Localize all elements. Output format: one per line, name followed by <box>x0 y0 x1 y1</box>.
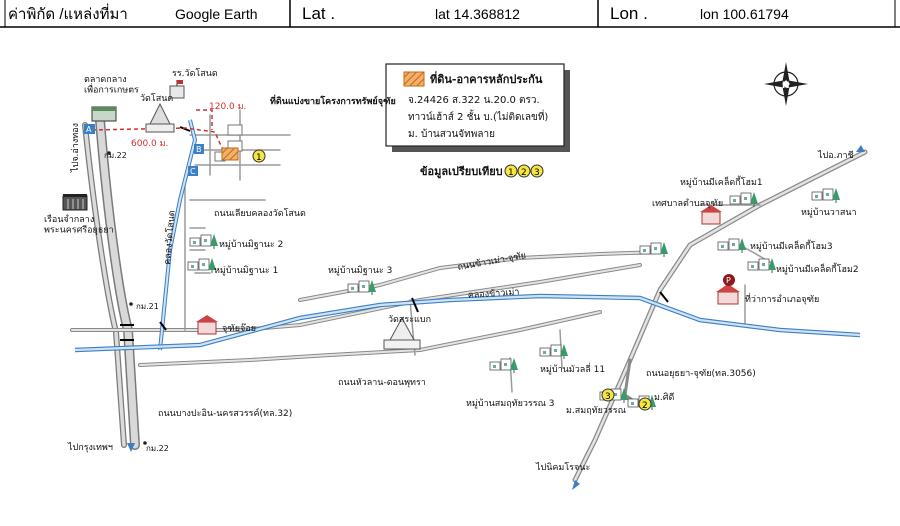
comp3-number: 3 <box>605 392 611 402</box>
comparison-label: ข้อมูลเปรียบเทียบ <box>420 165 503 179</box>
village-icon-mithana1 <box>187 257 217 274</box>
label-km21: กม.21 <box>136 302 159 311</box>
legend-box: ที่ดิน-อาคารหลักประกัน จ.24426 ส.322 น.2… <box>385 63 570 152</box>
route-letter-b: B <box>196 145 202 154</box>
label-chuthai-joy: จุฑัยจ๊อย <box>222 323 256 334</box>
legend-line2: ทาวน์เฮ้าส์ 2 ชั้น บ.(ไม่ติดเลขที่) <box>408 109 548 123</box>
label-to-phachi: ไปอ.ภาชี <box>817 150 854 161</box>
subject-property <box>221 147 239 161</box>
label-klong-wat-sanot: คลองวัดโสนด <box>162 210 178 265</box>
village-icon-maniplace2 <box>747 257 777 274</box>
temple-wat-sanot-icon <box>145 102 175 133</box>
route-letter-c: C <box>190 167 196 176</box>
label-village-sidi: ม.ศิดี <box>654 392 675 403</box>
lat-value: lat 14.368812 <box>435 6 520 22</box>
comparison-marker-3: 3 <box>601 388 615 402</box>
direction-arrows <box>127 145 865 490</box>
legend-line1: จ.24426 ส.322 น.20.0 ตรว. <box>408 95 540 106</box>
header-bar: ค่าพิกัด /แหล่งที่มา Google Earth Lat . … <box>0 0 900 28</box>
comparison-num-2: 2 <box>521 168 527 178</box>
label-to-ang-thong: ไปจ.อ่างทอง <box>70 123 81 173</box>
village-icon-muangthong11 <box>539 343 569 360</box>
village-icon-warasana <box>811 187 841 204</box>
village-icon-maniplace3 <box>717 237 747 254</box>
label-km22-top: กม.22 <box>104 151 127 160</box>
market-building <box>91 106 117 122</box>
lon-label: Lon . <box>610 4 648 23</box>
chuthai-joy-icon <box>196 315 218 335</box>
label-village-mithana1: หมู่บ้านมิฐานะ 1 <box>214 265 278 276</box>
comp2-number: 2 <box>642 401 648 411</box>
label-village-warasana: หมู่บ้านวาสนา <box>801 207 857 218</box>
label-wat-sa-bek: วัดสระแบก <box>388 315 431 325</box>
bridges <box>120 126 669 341</box>
comparison-legend: ข้อมูลเปรียบเทียบ 1 2 3 <box>420 164 544 179</box>
label-prison: เรือนจำกลางพระนครศรีอยุธยา <box>44 214 114 235</box>
comparison-num-1: 1 <box>508 168 514 178</box>
compass-letter: N <box>782 81 790 91</box>
village-icon-sombunsap3 <box>489 357 519 374</box>
village-icon-mithana3 <box>347 279 377 296</box>
label-wat-sanot: วัดโสนด <box>140 93 173 104</box>
label-village-sombunsap3: หมู่บ้านสมฤทัยวรรณ 3 <box>466 398 555 409</box>
access-route <box>91 109 226 156</box>
label-market: ตลาดกลางเพื่อการเกษตร <box>84 75 139 95</box>
legend-title: ที่ดิน-อาคารหลักประกัน <box>430 71 543 86</box>
label-village-mithana2: หมู่บ้านมิฐานะ 2 <box>219 239 283 250</box>
compass-icon: N <box>764 62 808 106</box>
label-road-hua-lan: ถนนหัวลาน-ดอนพุทรา <box>338 378 426 388</box>
legend-line3: ม. บ้านสวนจัทพลาย <box>408 128 495 140</box>
coord-source-label: ค่าพิกัด /แหล่งที่มา <box>8 3 128 23</box>
source-value: Google Earth <box>175 6 258 22</box>
comparison-num-3: 3 <box>534 168 540 178</box>
label-school: รร.วัดโสนด <box>172 68 218 79</box>
comparison-marker-2: 2 <box>638 397 652 411</box>
label-km22-bottom: กม.22 <box>146 444 169 453</box>
label-to-nikom: ไปนิคมโรจนะ <box>535 462 590 473</box>
district-office-icon: P <box>716 274 740 305</box>
label-village-muangthong11: หมู่บ้านมัวลลี่ 11 <box>540 362 605 375</box>
label-village-maniplace1: หมู่บ้านมีเคล็ดกี้โฮม1 <box>680 175 763 188</box>
label-klong-chao-mao: คลองข้าวเม่า <box>467 286 519 301</box>
temple-wat-sa-bek-icon <box>383 316 421 350</box>
subject-marker: 1 <box>252 149 266 163</box>
label-road-chao-mao: ถนนข้าวเม่า-จุฑัย <box>457 250 527 273</box>
prison-icon <box>62 194 88 211</box>
label-village-maniplace2: หมู่บ้านมีเคล็ดกี้โฮม2 <box>776 262 859 275</box>
parking-letter: P <box>726 276 731 285</box>
canals <box>74 119 861 353</box>
label-municipality: เทศบาลตำบลจุฑัย <box>652 198 723 209</box>
label-village-maniplace3: หมู่บ้านมีเคล็ดกี้โฮม3 <box>750 239 833 252</box>
km-marker-dots <box>107 151 147 445</box>
label-road-ayutthaya-chuthai: ถนนอยุธยา-จุฑัย(ทล.3056) <box>646 369 756 379</box>
label-district-office: ที่ว่าการอำเภอจุฑัย <box>745 292 819 305</box>
route-letter-a: A <box>86 125 92 134</box>
village-icon-mithana2 <box>189 233 219 250</box>
municipality-icon <box>700 205 722 225</box>
lat-label: Lat . <box>302 4 335 23</box>
label-road-bang-pa-in: ถนนบางปะอิน-นครสวรรค์(ทล.32) <box>158 407 292 419</box>
label-to-bangkok: ไปกรุงเทพฯ <box>67 442 113 453</box>
label-dist-120: 120.0 ม. <box>209 102 246 112</box>
village-icon-near-road <box>639 241 669 258</box>
legend-hatch-swatch <box>403 71 425 87</box>
subject-number: 1 <box>256 153 262 163</box>
label-village-mithana3: หมู่บ้านมิฐานะ 3 <box>328 265 392 276</box>
map-labels: ตลาดกลางเพื่อการเกษตร รร.วัดโสนด วัดโสนด… <box>44 68 859 473</box>
school-icon <box>169 80 185 99</box>
route-points: A B C <box>84 124 204 176</box>
lon-value: lon 100.61794 <box>700 6 789 22</box>
label-dist-600: 600.0 ม. <box>131 139 168 149</box>
label-village-sombunsap: ม.สมฤทัยวรรณ <box>566 406 626 416</box>
label-road-lieb-klong: ถนนเลียบคลองวัดโสนด <box>214 208 306 219</box>
label-land-project: ที่ดินแบ่งขายโครงการทรัพย์จุฑัย <box>270 94 396 107</box>
